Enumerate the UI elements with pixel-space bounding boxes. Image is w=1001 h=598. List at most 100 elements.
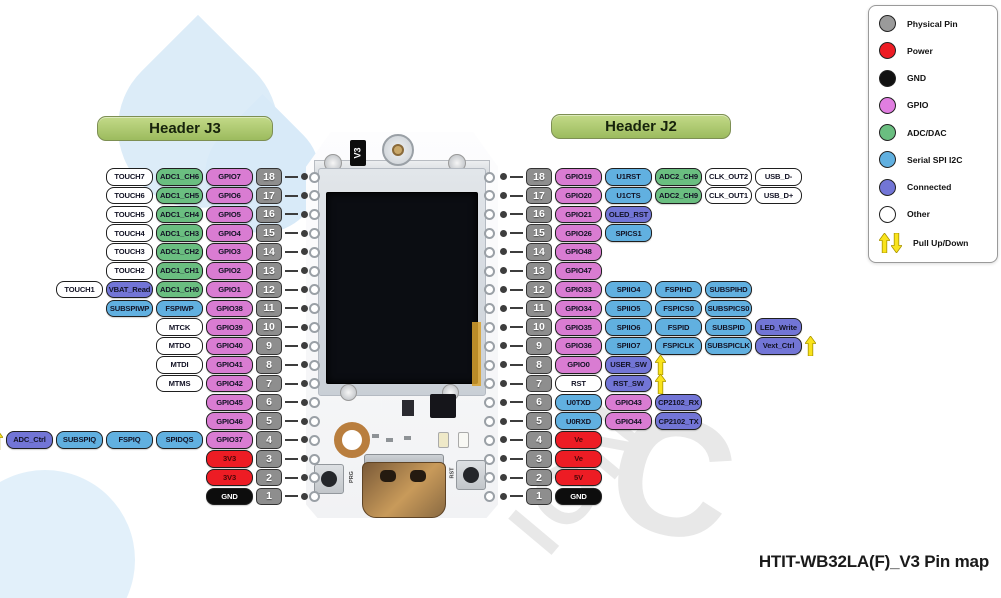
pin-dot xyxy=(500,474,507,482)
antenna-connector-pin xyxy=(392,144,404,156)
board-hole xyxy=(309,359,320,371)
pin-dot xyxy=(301,248,308,256)
board-hole xyxy=(309,397,320,409)
legend-item: Power xyxy=(879,42,987,60)
header-j3-label: Header J3 xyxy=(97,116,273,141)
rst-button-core xyxy=(463,467,479,483)
pin-cell: GPIO20 xyxy=(555,186,602,205)
board-hole xyxy=(309,303,320,315)
usb-c-port xyxy=(362,462,446,518)
pin-dot xyxy=(500,492,507,500)
pin-dot xyxy=(500,380,507,388)
pin-line xyxy=(285,269,298,272)
pin-cell: GPIO40 xyxy=(206,337,253,355)
pin-number-badge: 10 xyxy=(256,318,282,336)
pin-cell: SPIIO5 xyxy=(605,299,652,318)
legend-label: Power xyxy=(907,45,933,56)
pin-cell: GPIO43 xyxy=(605,393,652,412)
pin-number-badge: 11 xyxy=(256,299,282,318)
pin-cell: GPIO3 xyxy=(206,243,253,261)
board-hole xyxy=(484,227,495,239)
pin-line xyxy=(285,326,298,329)
pin-number-badge: 14 xyxy=(526,243,552,261)
pin-cell: SPIIO6 xyxy=(605,318,652,336)
legend-label: Serial SPI I2C xyxy=(907,154,963,165)
pin-number-badge: 10 xyxy=(526,318,552,336)
legend-swatch xyxy=(879,151,896,169)
pin-number-badge: 16 xyxy=(526,205,552,224)
pin-dot xyxy=(301,323,308,331)
pin-cell: MTDI xyxy=(156,356,203,374)
pin-dot xyxy=(500,229,507,237)
pin-number-badge: 4 xyxy=(256,431,282,449)
prg-button-label: PRG xyxy=(348,471,355,483)
pin-line xyxy=(285,363,298,366)
pin-cell: TOUCH3 xyxy=(106,243,153,261)
pin-cell: USB_D+ xyxy=(755,186,802,205)
pin-cell: SPICS1 xyxy=(605,224,652,242)
pin-dot xyxy=(301,436,308,444)
legend-swatch xyxy=(879,69,896,87)
pin-dot xyxy=(301,492,308,500)
pin-line xyxy=(285,344,298,347)
smd-component xyxy=(404,436,411,440)
board-hole xyxy=(484,209,495,221)
legend-item: Pull Up/Down xyxy=(879,233,987,253)
pin-number-badge: 17 xyxy=(526,186,552,205)
pin-cell: ADC1_CH1 xyxy=(156,262,203,280)
led xyxy=(438,432,449,448)
pin-cell: GPIO45 xyxy=(206,393,253,412)
board-hole xyxy=(484,378,495,390)
dev-board: V3 PRG RST xyxy=(306,132,498,518)
pin-number-badge: 9 xyxy=(256,337,282,355)
pin-cell: LED_Write xyxy=(755,318,802,336)
pin-cell: GPIO4 xyxy=(206,224,253,242)
pin-line xyxy=(510,194,523,197)
pin-cell: TOUCH2 xyxy=(106,262,153,280)
pin-line xyxy=(285,420,298,423)
pin-cell: GPIO46 xyxy=(206,412,253,430)
pin-cell: GPIO36 xyxy=(555,337,602,355)
legend-label: ADC/DAC xyxy=(907,127,947,138)
pin-cell: FSPIWP xyxy=(156,299,203,318)
pin-cell: 5V xyxy=(555,468,602,487)
pin-cell: 3V3 xyxy=(206,468,253,487)
pin-number-badge: 6 xyxy=(526,393,552,412)
pin-number-badge: 5 xyxy=(256,412,282,430)
pin-cell: GPIO7 xyxy=(206,168,253,186)
pin-dot xyxy=(500,398,507,406)
pin-number-badge: 8 xyxy=(256,356,282,374)
pin-dot xyxy=(500,304,507,312)
pin-cell: GPIO26 xyxy=(555,224,602,242)
pin-cell: U0TXD xyxy=(555,393,602,412)
legend-swatch xyxy=(879,178,896,196)
pin-line xyxy=(510,476,523,479)
pin-line xyxy=(510,175,523,178)
pin-dot xyxy=(500,436,507,444)
ic-chip xyxy=(402,400,414,416)
pin-cell: Ve xyxy=(555,450,602,468)
pin-cell: GPIO5 xyxy=(206,205,253,224)
legend-label: Other xyxy=(907,209,930,220)
pin-cell: GPIO42 xyxy=(206,374,253,393)
board-hole xyxy=(309,284,320,296)
pin-cell: Ve xyxy=(555,431,602,449)
pin-cell: GPIO33 xyxy=(555,280,602,299)
pin-cell: ADC1_CH5 xyxy=(156,186,203,205)
pin-cell: CP2102_RX xyxy=(655,393,702,412)
legend-swatch xyxy=(879,42,896,60)
pin-cell: MTDO xyxy=(156,337,203,355)
pin-cell: OLED_RST xyxy=(605,205,652,224)
legend-item: GND xyxy=(879,69,987,87)
